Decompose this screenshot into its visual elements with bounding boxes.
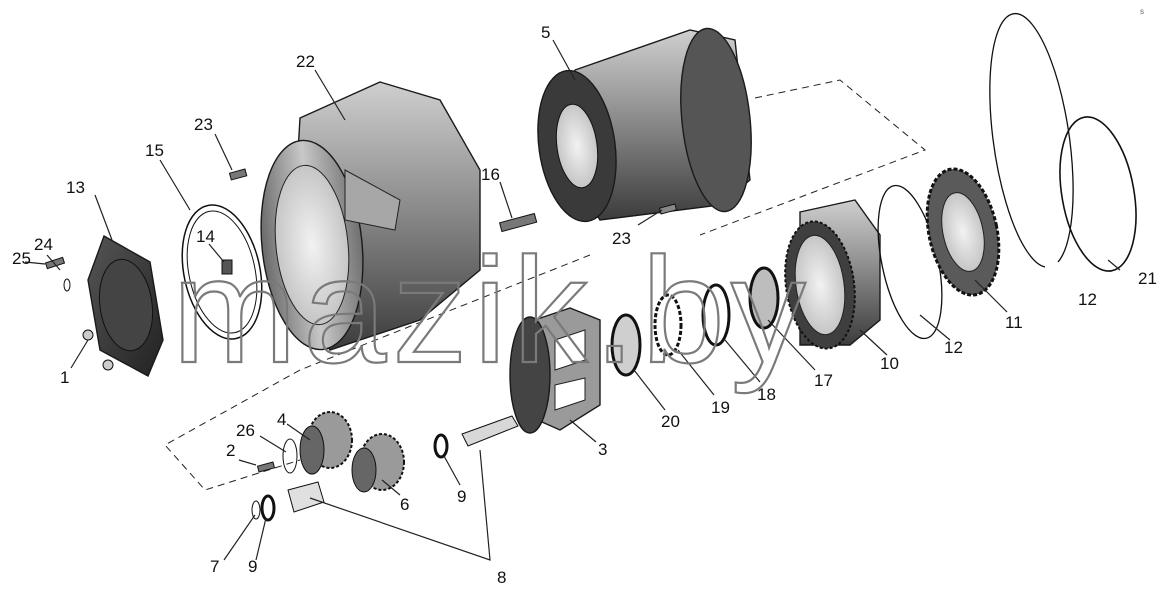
label-part-15: 15 bbox=[145, 141, 164, 160]
housing-part-5 bbox=[537, 27, 752, 223]
ring-part-7 bbox=[251, 500, 261, 520]
label-part-18: 18 bbox=[757, 385, 776, 404]
assembly-guide-lines bbox=[164, 79, 926, 491]
label-part-13: 13 bbox=[66, 178, 85, 197]
corner-mark: s bbox=[1140, 7, 1144, 16]
planet-carrier-part-3 bbox=[509, 307, 601, 434]
pin-part-14 bbox=[221, 259, 233, 275]
label-part-6: 6 bbox=[400, 495, 409, 514]
gear-part-4 bbox=[299, 411, 353, 475]
gear-hub-part-11 bbox=[925, 167, 1001, 297]
label-part-25: 25 bbox=[12, 249, 31, 268]
leader-lines bbox=[24, 39, 1121, 561]
ring-gear-part-10 bbox=[784, 199, 881, 350]
label-part-23-right: 23 bbox=[612, 229, 631, 248]
label-part-22: 22 bbox=[296, 52, 315, 71]
ring-part-18 bbox=[701, 283, 731, 347]
label-part-17: 17 bbox=[814, 371, 833, 390]
watermark-text: mazik.by bbox=[172, 226, 812, 394]
gear-part-6 bbox=[351, 433, 405, 493]
washer-part-9-right bbox=[433, 433, 449, 459]
lock-washer-part-19 bbox=[653, 293, 683, 357]
label-part-2: 2 bbox=[226, 441, 235, 460]
label-part-12-left: 12 bbox=[944, 338, 963, 357]
part-number-labels: 1 2 3 4 5 6 7 8 9 9 10 11 12 12 13 14 15… bbox=[12, 23, 1157, 587]
label-part-3: 3 bbox=[598, 440, 607, 459]
label-part-19: 19 bbox=[711, 398, 730, 417]
end-cover-part-13 bbox=[82, 234, 164, 377]
label-part-7: 7 bbox=[210, 557, 219, 576]
seal-ring-part-21 bbox=[1059, 116, 1137, 272]
label-part-23-left: 23 bbox=[194, 115, 213, 134]
label-part-5: 5 bbox=[541, 23, 550, 42]
label-part-12-right: 12 bbox=[1078, 290, 1097, 309]
label-part-16: 16 bbox=[481, 165, 500, 184]
label-part-8: 8 bbox=[497, 568, 506, 587]
label-part-21: 21 bbox=[1138, 269, 1157, 288]
label-part-20: 20 bbox=[661, 412, 680, 431]
label-part-9-right: 9 bbox=[457, 487, 466, 506]
washer-part-9-left bbox=[260, 494, 276, 522]
label-part-4: 4 bbox=[277, 410, 286, 429]
label-part-24: 24 bbox=[34, 235, 53, 254]
label-part-14: 14 bbox=[196, 227, 215, 246]
label-part-10: 10 bbox=[880, 354, 899, 373]
bolt-part-16 bbox=[498, 212, 538, 233]
stud-part-2 bbox=[256, 461, 276, 473]
pin-part-24 bbox=[63, 278, 71, 292]
label-part-9-left: 9 bbox=[248, 557, 257, 576]
spacer-part-17 bbox=[748, 266, 780, 330]
thrust-washer-part-20 bbox=[610, 313, 642, 377]
wheel-hub-part-22 bbox=[260, 81, 481, 351]
label-part-1: 1 bbox=[60, 368, 69, 387]
retaining-ring-part-12-outer bbox=[989, 12, 1074, 268]
axle-pin-part-8 bbox=[287, 415, 519, 513]
label-part-26: 26 bbox=[236, 421, 255, 440]
label-part-11: 11 bbox=[1005, 313, 1023, 332]
bolt-part-23-left bbox=[228, 168, 248, 181]
bolt-part-25 bbox=[44, 256, 66, 270]
o-ring-part-26 bbox=[282, 438, 298, 474]
